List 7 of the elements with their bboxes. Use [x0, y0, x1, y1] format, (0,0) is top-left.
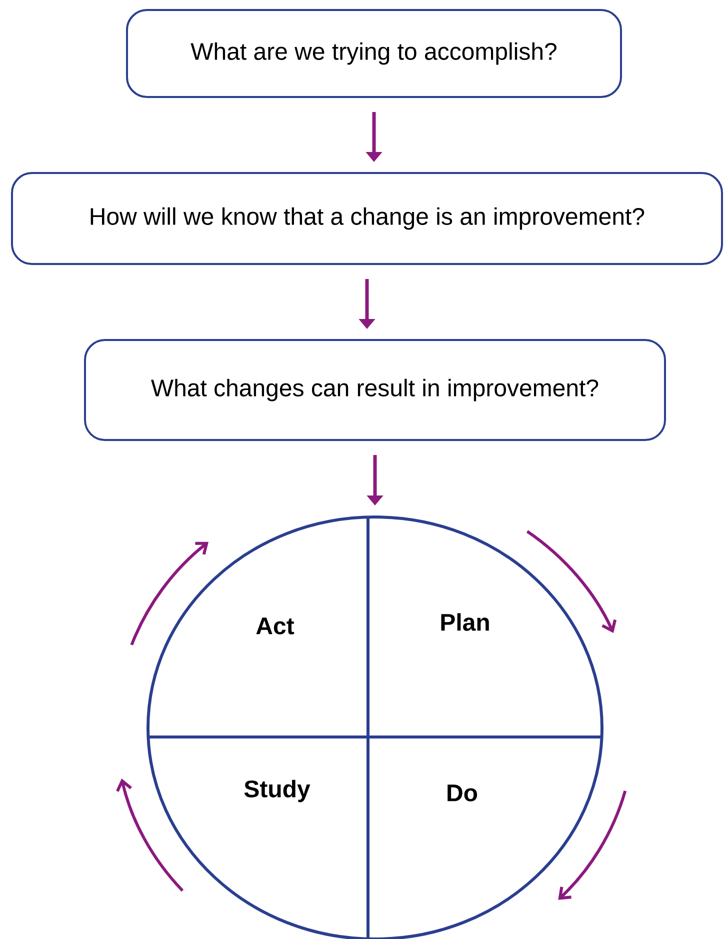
question-box: What changes can result in improvement?	[84, 339, 666, 441]
question-box: How will we know that a change is an improvement?	[11, 172, 723, 265]
quadrant-label: Study	[244, 780, 310, 802]
quadrant-label: Do	[448, 784, 478, 802]
question-box: What are we trying to accomplish?	[126, 9, 622, 98]
quadrant-label: Act	[256, 618, 294, 634]
quadrant-label: Plan	[441, 613, 489, 631]
